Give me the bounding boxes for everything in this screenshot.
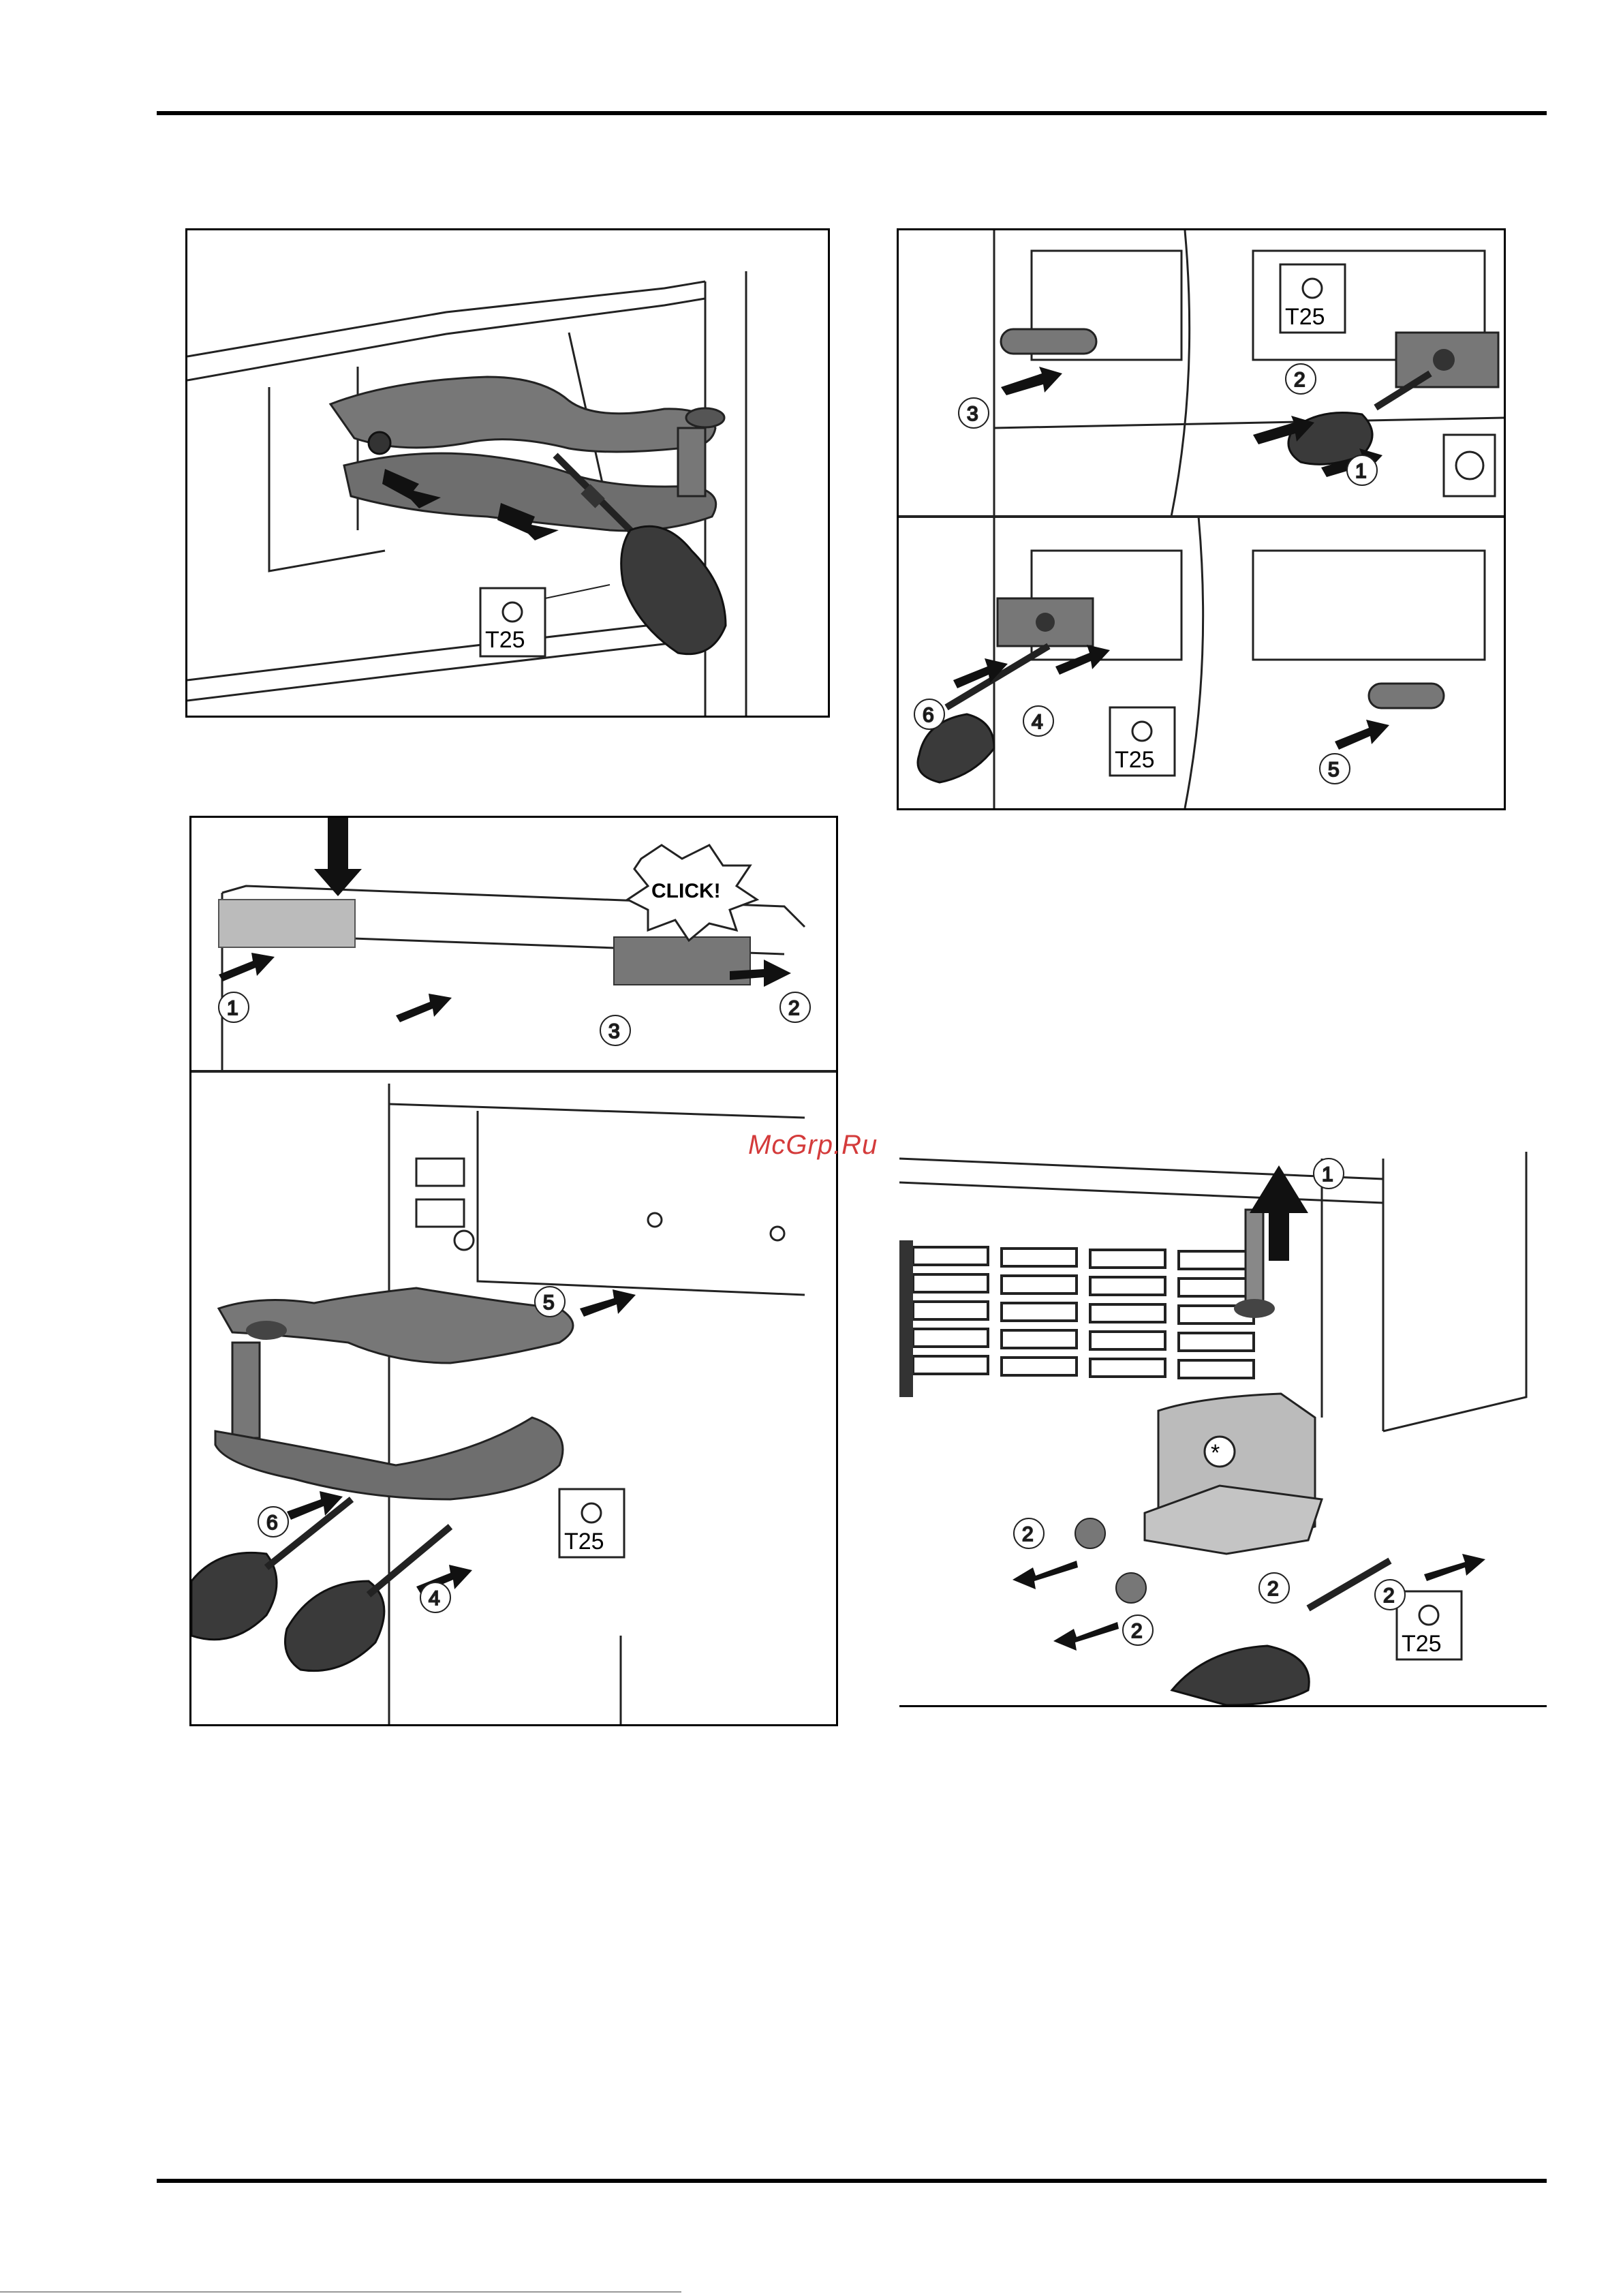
cover-piece [1001, 329, 1096, 354]
step-number: 1 [1355, 460, 1367, 483]
click-burst: CLICK! [628, 845, 757, 940]
figure-hinge-removal-top: T25 [185, 228, 830, 718]
screwdriver-icon [191, 1499, 450, 1671]
hinge-icon [330, 377, 724, 531]
tool-label: T25 [1285, 304, 1325, 330]
step-number: 3 [967, 403, 978, 425]
mark-label: * [1211, 1440, 1220, 1466]
tool-label: T25 [485, 627, 525, 653]
figure-hinge-refit-top: CLICK! T25 1 [189, 816, 838, 1726]
hinge-icon [215, 1288, 573, 1499]
torx-icon: T25 [480, 585, 610, 656]
step-number: 6 [923, 704, 934, 726]
screw-icon [1075, 1518, 1146, 1603]
cover-piece [219, 900, 355, 947]
step-number: 3 [608, 1020, 620, 1043]
step-number: 2 [1267, 1578, 1279, 1600]
footer-rule [157, 2179, 1547, 2183]
hinge-refit-illustration: CLICK! T25 1 [191, 818, 836, 1724]
hinge-removal-illustration: T25 [187, 230, 828, 716]
torx-icon: T25 T25 [1110, 264, 1345, 776]
figure-lower-hinge: * T25 1 2 2 2 2 [899, 1145, 1547, 1707]
step-number: 4 [1032, 711, 1043, 733]
step-number: 6 [266, 1512, 278, 1534]
step-number: 5 [543, 1291, 555, 1314]
watermark-text: McGrp.Ru [748, 1130, 878, 1161]
torx-icon: T25 [1397, 1591, 1462, 1659]
header-rule [157, 111, 1547, 115]
torx-icon: T25 [559, 1489, 624, 1557]
step-number: 2 [788, 997, 800, 1020]
tool-label: T25 [1402, 1631, 1442, 1657]
tool-label: T25 [564, 1529, 604, 1555]
step-number: 4 [429, 1587, 440, 1610]
step-number: 1 [1322, 1163, 1333, 1186]
cover-piece [1369, 684, 1444, 708]
lower-hinge-illustration: * T25 1 2 2 2 2 [899, 1145, 1547, 1705]
step-number: 1 [227, 997, 238, 1020]
step-number: 2 [1294, 369, 1305, 391]
step-number: 2 [1383, 1585, 1395, 1607]
figure-hinge-cover-swap: T25 T25 1 2 3 4 5 6 [897, 228, 1506, 810]
cover-swap-illustration: T25 T25 1 2 3 4 5 6 [899, 230, 1504, 808]
grille [899, 1240, 1254, 1397]
step-number: 2 [1131, 1620, 1143, 1642]
tool-label: T25 [1115, 747, 1155, 773]
step-number: 5 [1328, 759, 1340, 781]
click-label: CLICK! [651, 880, 721, 902]
page-edge-line [0, 2291, 681, 2293]
step-number: 2 [1022, 1523, 1034, 1546]
